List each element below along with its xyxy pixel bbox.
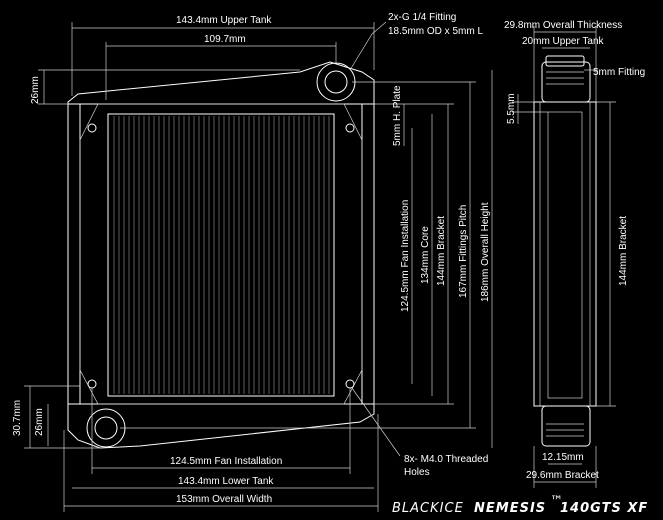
mount-hole [87, 379, 97, 389]
fan-install-horizontal-label: 124.5mm Fan Installation [170, 456, 282, 467]
mount-hole [345, 379, 355, 389]
mount-hole [345, 123, 355, 133]
radiator-front-view [67, 61, 375, 449]
dimension-labels: 143.4mm Upper Tank 109.7mm 2x-G 1/4 Fitt… [12, 12, 645, 505]
upper-fitting-inner [324, 70, 348, 94]
fittings-pitch-label: 167mm Fittings Pitch [458, 205, 469, 298]
side-fitting-top [545, 55, 585, 67]
lower-tank-width-label: 143.4mm Lower Tank [178, 476, 274, 487]
lower-tank-overall-label: 30.7mm [12, 400, 23, 436]
front-dimensions [24, 21, 493, 512]
brand-logo: BLACKICE NEMESIS ™ 140GTS XF [392, 494, 648, 516]
side-plate-left [67, 103, 81, 405]
bracket-height-label: 144mm Bracket [436, 216, 447, 286]
lower-tank-outline [67, 403, 375, 449]
overall-width-label: 153mm Overall Width [176, 494, 272, 505]
fitting-leader [349, 21, 387, 71]
lower-tank-height-label: 26mm [34, 408, 45, 436]
model-name: NEMESIS [474, 501, 546, 516]
radiator-side-view [533, 55, 597, 447]
side-bracket [533, 101, 597, 407]
side-lower-tank [541, 405, 591, 447]
side-plate-right [361, 103, 375, 405]
fan-mount-plate [79, 103, 363, 405]
plate-thickness-label: 5mm H. Plate [392, 85, 403, 146]
model-variant: 140GTS XF [560, 501, 648, 516]
overall-thickness-label: 29.8mm Overall Thickness [504, 20, 622, 31]
lower-fitting-inner [94, 416, 118, 440]
side-bracket-width-label: 29.6mm Bracket [526, 470, 599, 481]
side-upper-tank [541, 61, 591, 103]
fitting-spacing-label: 109.7mm [204, 34, 246, 45]
side-upper-tank-label: 20mm Upper Tank [522, 36, 605, 47]
brand-name: BLACKICE [392, 501, 464, 516]
fitting-spec-label-2: 18.5mm OD x 5mm L [388, 26, 483, 37]
core-outline [107, 113, 335, 397]
upper-fitting-outer [316, 62, 356, 102]
side-bracket-height-label: 144mm Bracket [618, 216, 629, 286]
upper-tank-outline [67, 61, 375, 105]
side-plate-label: 5.5mm [506, 93, 517, 124]
fan-install-vertical-label: 124.5mm Fan Installation [400, 200, 411, 312]
mounting-holes [87, 123, 355, 389]
lower-fitting-outer [86, 408, 126, 448]
upper-tank-height-label: 26mm [30, 76, 41, 104]
fitting-spec-label-1: 2x-G 1/4 Fitting [388, 12, 456, 23]
side-dimensions [512, 26, 616, 488]
side-inner-width-label: 12.15mm [542, 452, 584, 463]
upper-tank-width-label: 143.4mm Upper Tank [176, 15, 272, 26]
core-fins [113, 116, 330, 394]
overall-height-label: 186mm Overall Height [480, 202, 491, 302]
mount-hole [87, 123, 97, 133]
mount-holes-label-1: 8x- M4.0 Threaded [404, 454, 488, 465]
side-fitting-label: 5mm Fitting [593, 67, 645, 78]
holes-leader [351, 387, 401, 457]
side-core [547, 111, 583, 399]
mount-holes-label-2: Holes [404, 467, 430, 478]
core-label: 134mm Core [420, 226, 431, 284]
trademark: ™ [550, 494, 564, 509]
